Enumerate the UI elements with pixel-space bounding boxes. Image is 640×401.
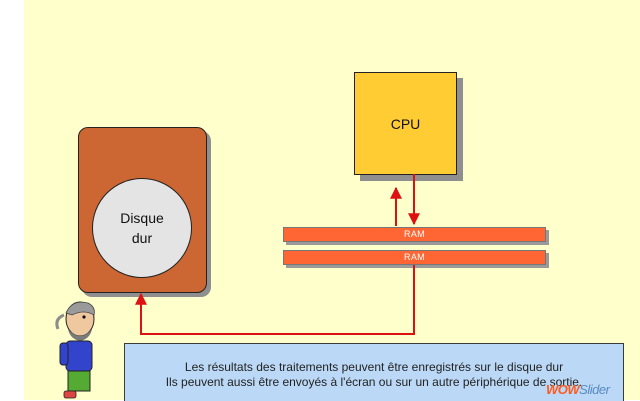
ram-to-disk-arrow <box>135 265 415 335</box>
disk-label-line1: Disque <box>120 210 164 226</box>
watermark-part2: Slider <box>579 382 610 397</box>
wowslider-watermark: WOWSlider <box>546 382 610 397</box>
ram-label-1: RAM <box>404 229 425 239</box>
hard-disk-box: Disque dur <box>78 127 207 293</box>
ram-bar-2: RAM <box>283 250 546 265</box>
cpu-box: CPU <box>354 72 457 175</box>
caption-line1: Les résultats des traitements peuvent êt… <box>184 360 564 374</box>
watermark-part1: WOW <box>546 382 580 397</box>
cpu-label: CPU <box>390 115 421 132</box>
cartoon-person-icon <box>55 301 95 399</box>
caption-box: Les résultats des traitements peuvent êt… <box>124 343 624 401</box>
disk-label-line2: dur <box>131 230 153 246</box>
ram-bar-1: RAM <box>283 227 546 242</box>
hard-disk-platter: Disque dur <box>92 178 192 278</box>
caption-line2: Ils peuvent aussi être envoyés à l'écran… <box>165 375 583 389</box>
ram-label-2: RAM <box>404 252 425 262</box>
